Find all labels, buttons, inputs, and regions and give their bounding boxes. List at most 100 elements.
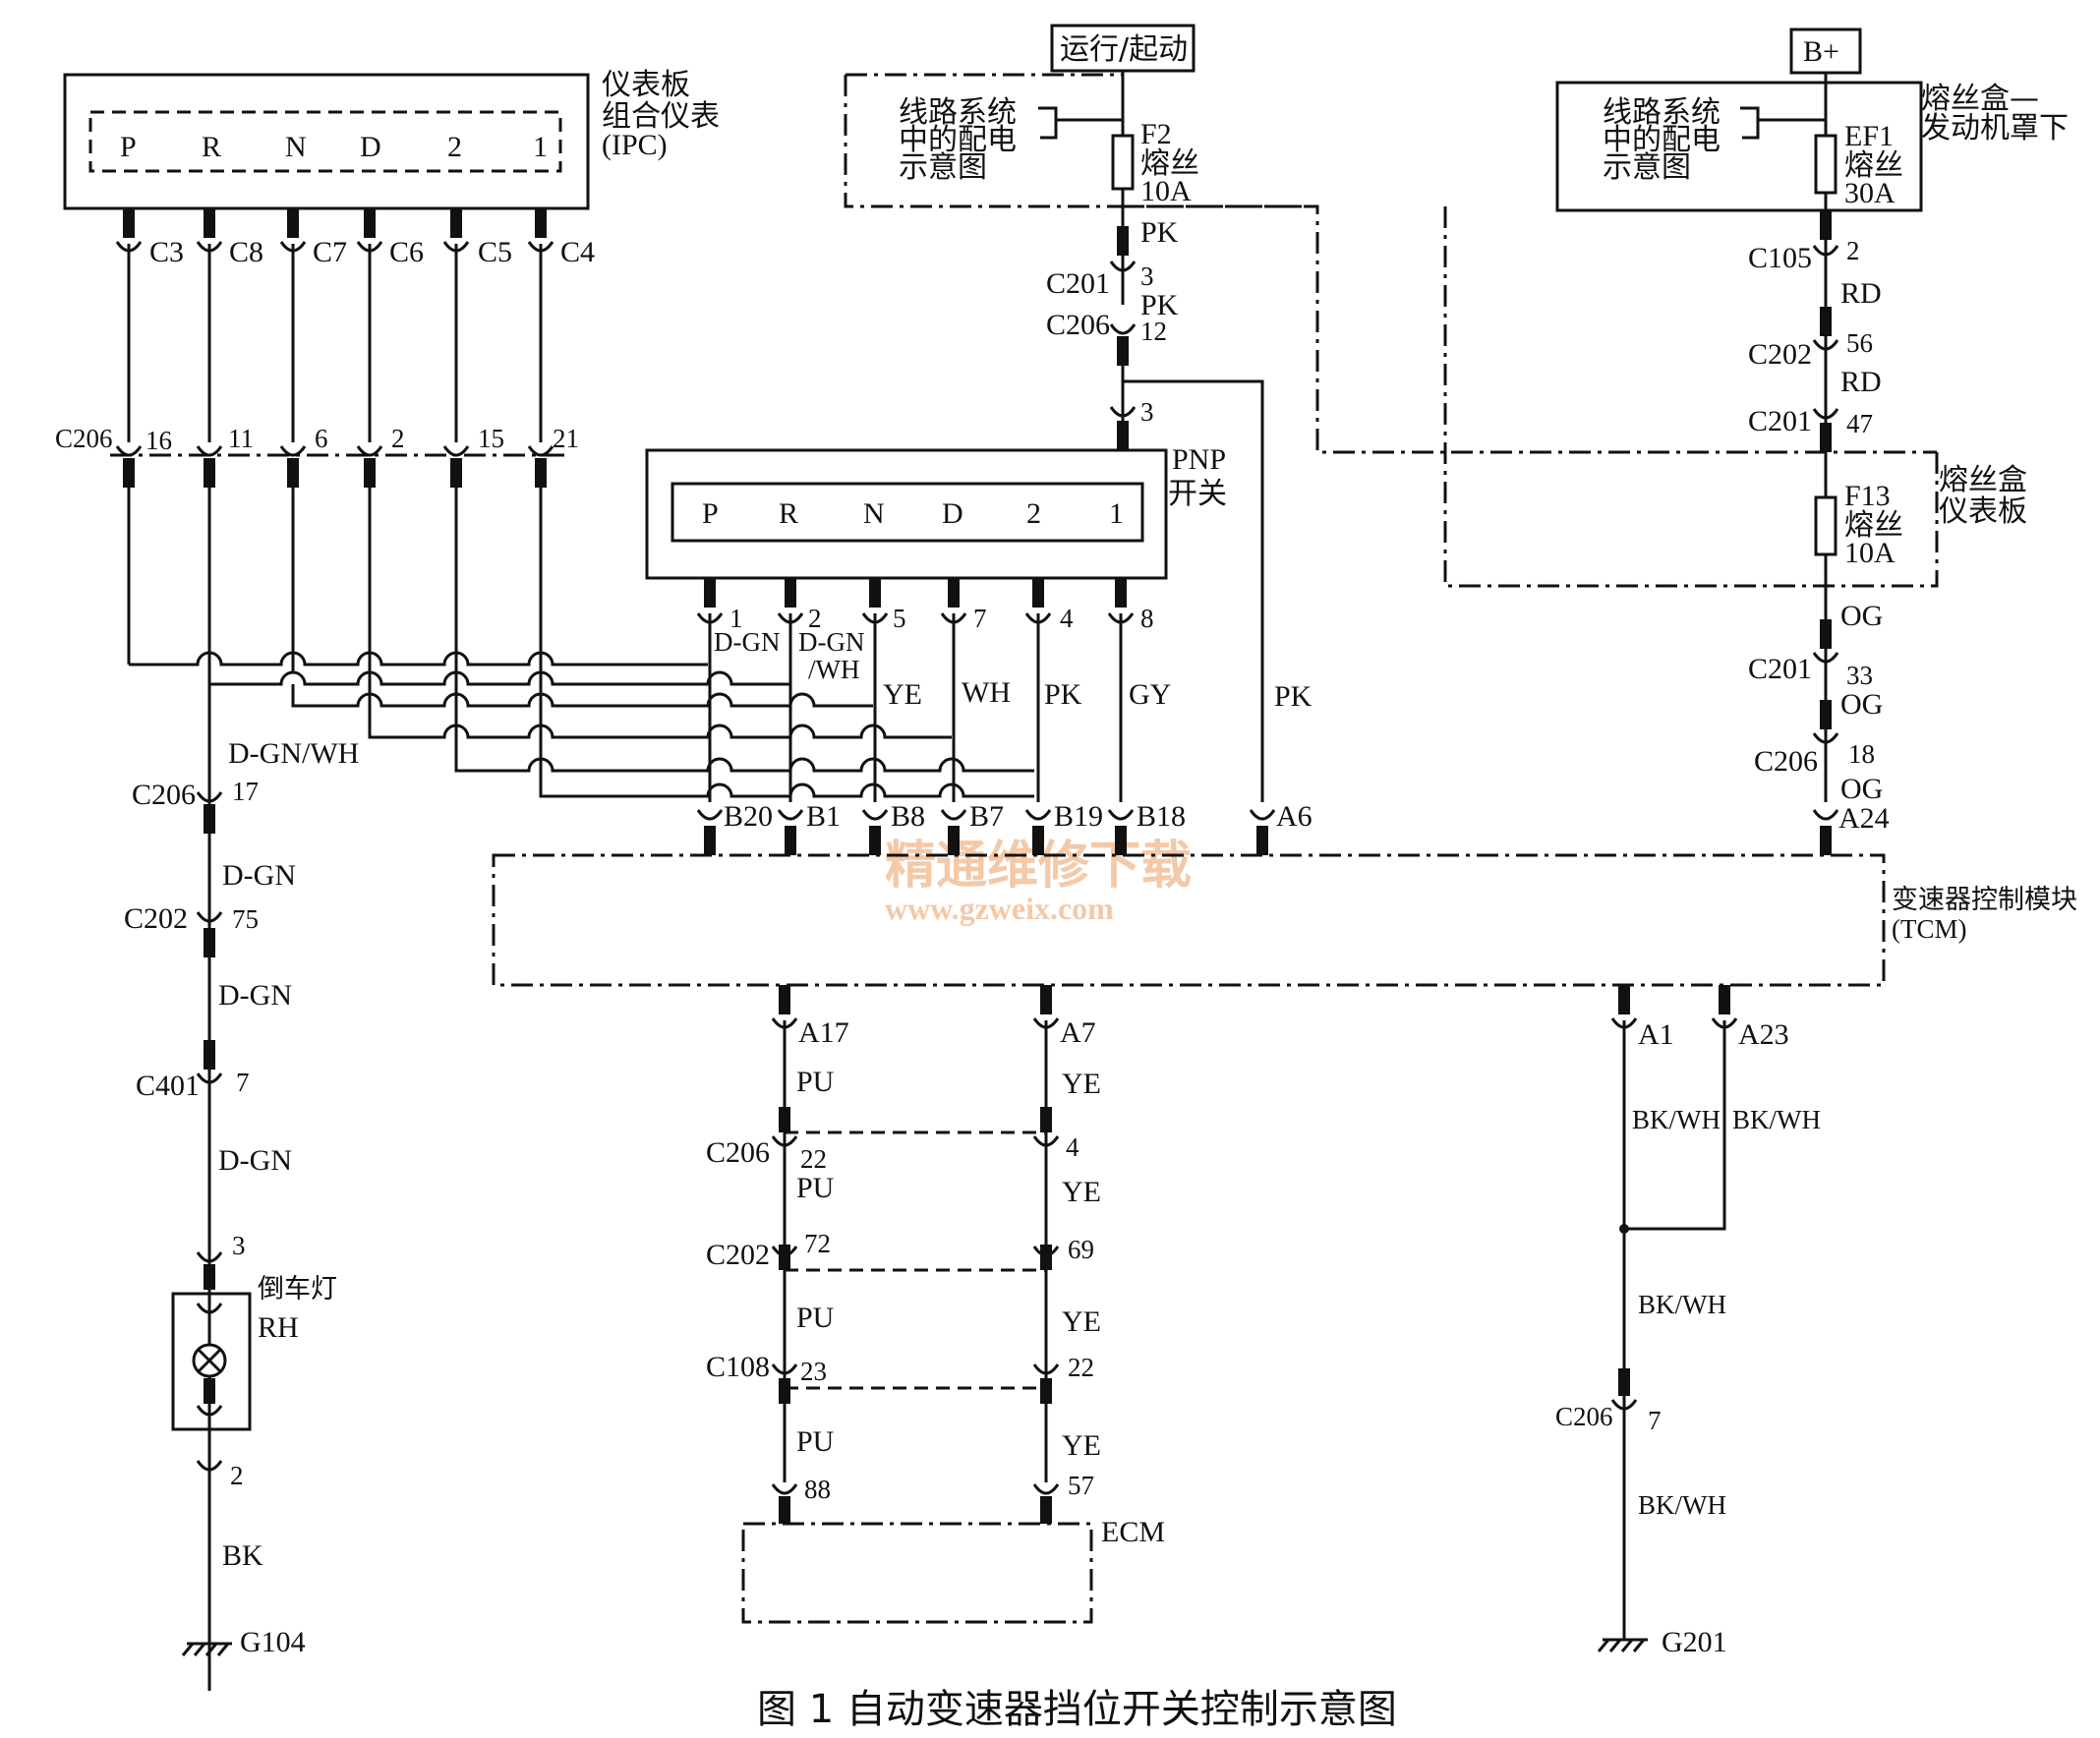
run-pnp-pin: 3 (1140, 397, 1154, 427)
run-c201-label: C201 (1046, 267, 1110, 300)
ground-icon-g104 (181, 1642, 232, 1656)
pnp-label-2: 开关 (1168, 477, 1227, 511)
tcm-bottom-connectors: A17 A7 A1 A23 (771, 985, 1789, 1051)
ipc-label-2: 组合仪表 (602, 99, 720, 134)
pnp-wire-5: YE (883, 678, 922, 711)
og-c201-pin: 33 (1846, 661, 1873, 690)
tcm-module: 变速器控制模块 (TCM) (492, 853, 2077, 987)
ipc-pos-1: 1 (533, 131, 548, 163)
run-wire-pk-1: PK (1140, 216, 1179, 249)
c206-top-connector: C206 16 11 6 2 15 21 (55, 424, 579, 488)
ipc-label-1: 仪表板 (602, 68, 690, 102)
ecm-c202-pin-pu: 72 (804, 1229, 831, 1258)
ipc-conn-c8: C8 (229, 236, 263, 268)
tcm-pin-a17: A17 (798, 1016, 849, 1049)
pnp-pin-1: 1 (729, 604, 743, 633)
bplus-chain-connectors: C105 2 RD C202 56 RD C201 47 (1748, 210, 1882, 452)
tcm-pin-a6: A6 (1276, 800, 1312, 833)
gnd-label: G201 (1662, 1626, 1727, 1658)
ipc-pos-p: P (120, 131, 137, 163)
og-c206-pin: 18 (1848, 739, 1875, 769)
ef1-fuse-block: 线路系统 中的配电 示意图 EF1 熔丝 30A 熔丝盒— 发动机罩下 (1555, 81, 2069, 212)
pnp-pos-n: N (863, 497, 885, 530)
rev-lamp-pin-bottom: 2 (230, 1461, 244, 1490)
tcm-pin-b8: B8 (891, 800, 925, 833)
tcm-label-1: 变速器控制模块 (1892, 885, 2077, 915)
tcm-label-2: (TCM) (1892, 914, 1967, 944)
f2-fuse-word: 熔丝 (1140, 146, 1199, 181)
c206-top-pin-15: 15 (478, 424, 504, 453)
f13-fuse-rating: 10A (1844, 537, 1896, 569)
pnp-pin-7: 7 (973, 604, 987, 633)
rev-c202-pin: 75 (232, 904, 259, 934)
rev-c401-pin: 7 (236, 1068, 250, 1097)
bplus-c105-label: C105 (1748, 242, 1812, 274)
ipc-conn-c4: C4 (560, 236, 595, 268)
tcm-pin-a24: A24 (1838, 802, 1890, 835)
pnp-pin-8: 8 (1140, 604, 1154, 633)
run-c206-pin: 12 (1140, 317, 1167, 346)
bplus-c202-pin: 56 (1846, 328, 1873, 358)
tcm-pin-b18: B18 (1137, 800, 1186, 833)
ipc-module: P R N D 2 1 仪表板 组合仪表 (IPC) (63, 68, 720, 210)
ecm-c206-label: C206 (706, 1136, 770, 1169)
ipc-pos-n: N (285, 131, 307, 163)
ecm-wire-pu-4: PU (796, 1425, 835, 1458)
og-c201-label: C201 (1748, 653, 1812, 685)
ipc-pos-r: R (202, 131, 221, 163)
pnp-connectors: 1 2 5 7 4 8 D-GN D-GN /WH YE WH PK GY (696, 578, 1171, 711)
f13-fuse-word: 熔丝 (1844, 508, 1903, 543)
og-chain-connectors: OG C201 33 OG C206 18 OG (1748, 600, 1883, 805)
gnd-wire-lower: BK/WH (1638, 1490, 1726, 1520)
diagram-title: 图 1 自动变速器挡位开关控制示意图 (757, 1687, 1397, 1732)
tcm-pin-b7: B7 (969, 800, 1004, 833)
c206-top-pin-11: 11 (228, 424, 254, 453)
og-wire-3: OG (1840, 773, 1883, 805)
ipc-pos-d: D (360, 131, 381, 163)
gnd-wire-a23: BK/WH (1732, 1105, 1821, 1134)
ef1-fuse-rating: 30A (1844, 177, 1896, 209)
rev-lamp-rh: RH (258, 1311, 299, 1344)
pnp-pos-2: 2 (1026, 497, 1041, 530)
f13-label-2: 仪表板 (1939, 494, 2027, 529)
og-wire-2: OG (1840, 688, 1883, 721)
pk-a6-wire: PK (1274, 680, 1312, 713)
ecm-pin-57: 57 (1068, 1471, 1094, 1500)
pnp-pin-2: 2 (808, 604, 822, 633)
rev-wire-bk: BK (222, 1539, 263, 1572)
ground-icon-g201 (1597, 1638, 1648, 1652)
gnd-wire-main: BK/WH (1638, 1290, 1726, 1319)
ef1-note-3: 示意图 (1603, 150, 1691, 185)
ipc-pos-2: 2 (447, 131, 462, 163)
ipc-conn-c3: C3 (149, 236, 184, 268)
og-c206-label: C206 (1754, 745, 1818, 778)
f2-fuse-id: F2 (1140, 118, 1172, 150)
ecm-wire-pu-2: PU (796, 1172, 835, 1204)
pnp-wire-8: GY (1129, 678, 1171, 711)
tcm-pin-a1: A1 (1638, 1018, 1674, 1051)
ecm-label: ECM (1101, 1516, 1165, 1548)
ef1-note-1: 线路系统 (1603, 95, 1721, 130)
rev-wire-dgnwh: D-GN/WH (228, 737, 359, 770)
rev-c206-pin: 17 (232, 777, 259, 806)
ef1-note-2: 中的配电 (1603, 123, 1721, 157)
bplus-c105-pin: 2 (1846, 236, 1860, 265)
pnp-wire-4: PK (1044, 678, 1082, 711)
ecm-c206-pin-ye: 4 (1066, 1132, 1079, 1162)
pnp-wire-1: D-GN (714, 627, 781, 657)
rev-c401-label: C401 (136, 1070, 200, 1102)
pnp-pin-5: 5 (893, 604, 906, 633)
run-start-label: 运行/起动 (1060, 32, 1188, 67)
pnp-pos-d: D (942, 497, 963, 530)
ecm-wire-ye-3: YE (1062, 1305, 1101, 1338)
ipc-conn-c7: C7 (313, 236, 347, 268)
pnp-label-1: PNP (1172, 443, 1226, 476)
ef1-fuse-id: EF1 (1844, 120, 1894, 152)
rev-wire-dgn-1: D-GN (222, 859, 296, 892)
tcm-pin-b1: B1 (806, 800, 841, 833)
ecm-wire-ye-1: YE (1062, 1068, 1101, 1100)
rev-wire-dgn-2: D-GN (218, 979, 292, 1012)
tcm-pin-a7: A7 (1060, 1016, 1096, 1049)
run-start-source: 运行/起动 (1050, 24, 1196, 73)
